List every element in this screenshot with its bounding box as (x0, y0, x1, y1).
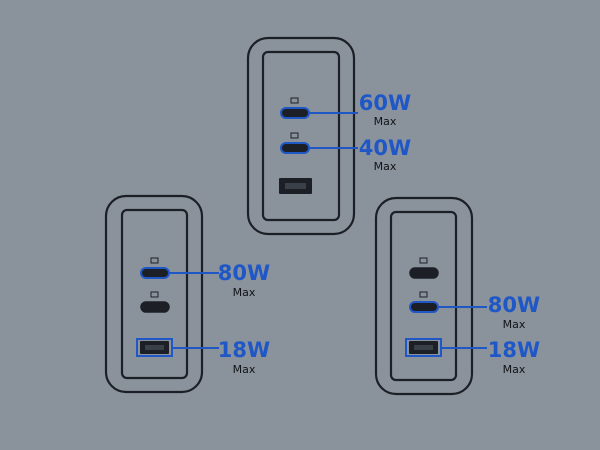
port-indicator-icon (150, 291, 159, 298)
charger-outer-body (374, 196, 474, 396)
usb-a-port-tongue (414, 345, 433, 350)
usb-c-port: 80W Max (409, 291, 540, 331)
usb-a-port: 18W Max (405, 338, 540, 376)
charger-inner-panel (261, 50, 341, 222)
charger-inner-panel (120, 208, 189, 380)
usb-c-port-shape (140, 301, 170, 313)
usb-c-port: 40W Max (280, 132, 411, 173)
charger-outer-body (246, 36, 356, 236)
usb-c-port-shape (280, 107, 310, 119)
port-watt-label: 18W (488, 338, 540, 362)
charger-outer-body (104, 194, 204, 394)
usb-c-port-shape (409, 301, 439, 313)
usb-a-port: 18W Max (136, 338, 270, 376)
port-watt-label: 18W (218, 338, 270, 362)
port-max-label: Max (374, 160, 397, 173)
usb-a-port (279, 178, 312, 194)
port-max-label: Max (233, 363, 256, 376)
usb-c-port-shape (409, 267, 439, 279)
left-charger: 80W Max 18W Max (104, 194, 270, 394)
port-indicator-icon (150, 257, 159, 264)
usb-c-port: 80W Max (140, 257, 270, 299)
port-watt-label: 60W (359, 91, 411, 115)
port-max-label: Max (503, 363, 526, 376)
usb-c-port-shape (140, 267, 170, 279)
port-indicator-icon (290, 97, 299, 104)
usb-c-port (409, 257, 439, 279)
port-watt-label: 40W (359, 136, 411, 160)
top-charger: 60W Max 40W Max (246, 36, 411, 236)
port-watt-label: 80W (488, 293, 540, 317)
port-watt-label: 80W (218, 261, 270, 285)
port-indicator-icon (419, 291, 428, 298)
usb-a-port-tongue (285, 183, 306, 189)
usb-c-port: 60W Max (280, 91, 411, 128)
port-max-label: Max (374, 115, 397, 128)
right-charger: 80W Max 18W Max (374, 196, 540, 396)
usb-c-port-shape (280, 142, 310, 154)
port-max-label: Max (503, 318, 526, 331)
port-indicator-icon (419, 257, 428, 264)
usb-a-port-tongue (145, 345, 164, 350)
usb-c-port (140, 291, 170, 313)
port-indicator-icon (290, 132, 299, 139)
port-max-label: Max (233, 286, 256, 299)
charger-inner-panel (389, 210, 458, 382)
